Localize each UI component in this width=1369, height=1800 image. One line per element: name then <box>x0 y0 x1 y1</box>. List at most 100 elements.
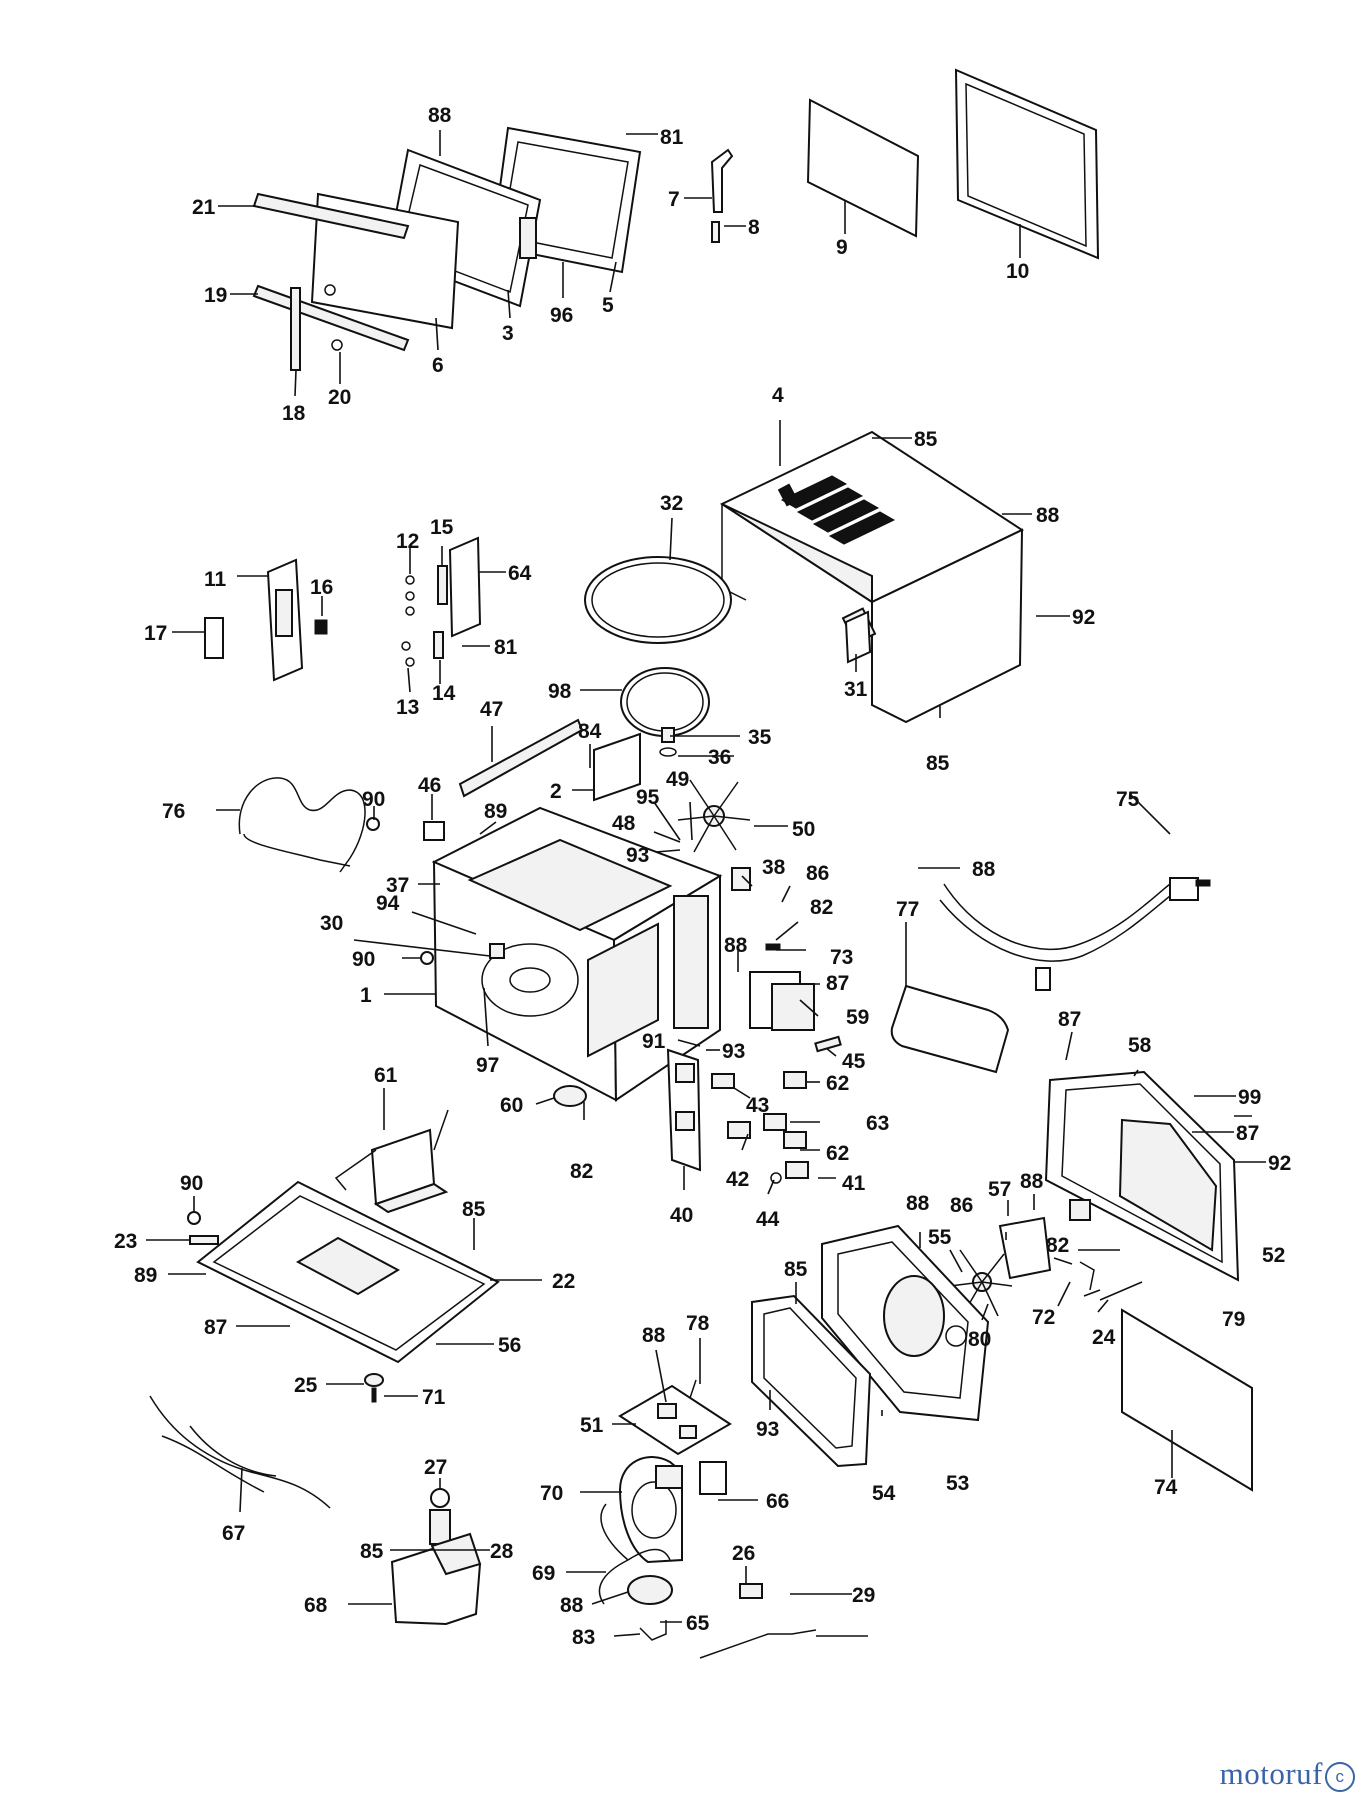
callout-77: 77 <box>896 898 919 921</box>
switch-part-42 <box>727 1121 751 1139</box>
switch-part-43 <box>711 1073 735 1089</box>
callout-57: 57 <box>988 1178 1011 1201</box>
pcb-part-71 <box>618 1384 732 1456</box>
latch-hook-part-7 <box>710 148 734 213</box>
callout-83: 65 <box>686 1612 710 1635</box>
washer-part-36 <box>659 747 677 757</box>
callout-47: 47 <box>480 698 503 721</box>
callout-88: 88 <box>1020 1170 1044 1193</box>
switch-bracket-part-40 <box>666 1048 702 1172</box>
screw-part-44 <box>770 1172 782 1184</box>
label-plate-part-31 <box>844 610 872 664</box>
callout-25: 71 <box>422 1386 446 1409</box>
callout-88: 88 <box>724 934 748 957</box>
callout-54: 53 <box>946 1472 969 1495</box>
callout-32: 32 <box>660 492 683 515</box>
callout-86: 86 <box>806 862 829 885</box>
callout-90: 90 <box>352 948 375 971</box>
callout-41: 41 <box>842 1172 866 1195</box>
switch-part-62b <box>783 1131 807 1149</box>
nut-part-90a <box>420 951 434 965</box>
callout-97: 97 <box>476 1054 499 1077</box>
callout-99: 99 <box>1238 1086 1261 1109</box>
bracket-part-29 <box>639 1620 667 1641</box>
callout-67: 27 <box>424 1456 447 1479</box>
waveguide-cover-part-2 <box>593 732 641 802</box>
callout-79: 72 <box>1032 1306 1055 1329</box>
callout-59: 59 <box>846 1006 869 1029</box>
door-button-part-20 <box>331 339 343 351</box>
screws-part-12 <box>405 575 415 616</box>
callout-28: 69 <box>532 1562 555 1585</box>
nut-part-90c <box>187 1211 201 1225</box>
callout-87: 87 <box>1058 1008 1081 1031</box>
callout-15: 15 <box>430 516 454 539</box>
callout-90: 90 <box>180 1172 203 1195</box>
callout-3: 3 <box>502 322 514 345</box>
callout-40: 40 <box>670 1204 693 1227</box>
magnetron-part-61 <box>334 1109 449 1214</box>
callout-68: 88 <box>560 1594 584 1617</box>
callout-95: 95 <box>636 786 660 809</box>
callout-85: 85 <box>914 428 938 451</box>
pcb-bracket-part-64 <box>448 536 482 638</box>
fuse-part-78 <box>1099 1281 1143 1301</box>
callout-81: 81 <box>660 126 684 149</box>
callout-29: 83 <box>572 1626 595 1649</box>
callout-85: 85 <box>462 1198 486 1221</box>
switch-part-41 <box>785 1161 809 1179</box>
watermark-text: motoruf <box>1219 1756 1323 1791</box>
callout-12: 12 <box>396 530 419 553</box>
callout-26: 68 <box>304 1594 328 1617</box>
callout-43: 43 <box>746 1094 769 1117</box>
power-cord-part-75 <box>939 877 1211 991</box>
callout-46: 46 <box>418 774 441 797</box>
copyright-mark-icon: c <box>1325 1761 1355 1792</box>
callout-90: 90 <box>362 788 385 811</box>
callout-38: 38 <box>762 856 786 879</box>
nut-part-90b <box>366 817 380 831</box>
callout-20: 20 <box>328 386 351 409</box>
wire-harness-part-74 <box>149 1395 331 1509</box>
cover-plate-part-53 <box>1121 1308 1253 1492</box>
callout-92: 92 <box>1072 606 1095 629</box>
relay-part-82b <box>1069 1199 1091 1221</box>
motor-bracket-part-57 <box>998 1216 1052 1280</box>
callout-71: 51 <box>580 1414 604 1437</box>
callout-numbers: 88 81 21 7 8 9 10 19 3 96 5 6 20 18 4 85… <box>114 104 1291 1649</box>
callout-81: 81 <box>494 636 518 659</box>
callout-62: 62 <box>826 1142 849 1165</box>
foot-part-23 <box>189 1235 219 1245</box>
callout-53: 74 <box>1154 1476 1178 1499</box>
callout-87: 87 <box>826 972 849 995</box>
callout-18: 18 <box>282 402 306 425</box>
fuse-holder-part-46 <box>423 821 445 841</box>
callout-5: 5 <box>602 294 614 317</box>
switch-part-63 <box>763 1113 787 1131</box>
fan-housing-part-54 <box>821 1224 990 1422</box>
callout-56: 80 <box>968 1328 991 1351</box>
callout-66: 85 <box>360 1540 384 1563</box>
callout-44: 44 <box>756 1208 780 1231</box>
callout-9: 9 <box>836 236 848 259</box>
door-top-trim-part-21 <box>252 192 410 240</box>
grill-heater-part-76 <box>238 777 366 873</box>
callout-86: 52 <box>1262 1244 1285 1267</box>
screw-part-25 <box>371 1387 377 1403</box>
callout-6: 6 <box>432 354 444 377</box>
callout-92: 92 <box>1268 1152 1291 1175</box>
callout-leaders <box>146 130 1266 1637</box>
button-part-17 <box>204 617 224 659</box>
callout-75: 75 <box>1116 788 1140 811</box>
door-interlock-part-30 <box>489 943 505 959</box>
seal-strip-part-47 <box>458 718 584 798</box>
callout-85: 85 <box>926 752 950 775</box>
element-part-79 <box>1079 1261 1095 1291</box>
callout-69: 26 <box>732 1542 755 1565</box>
cover-panel-part-9 <box>806 98 920 238</box>
callout-61: 61 <box>374 1064 398 1087</box>
callout-89: 89 <box>134 1264 157 1287</box>
callout-88: 88 <box>428 104 452 127</box>
thermistor-part-65 <box>699 1629 817 1659</box>
